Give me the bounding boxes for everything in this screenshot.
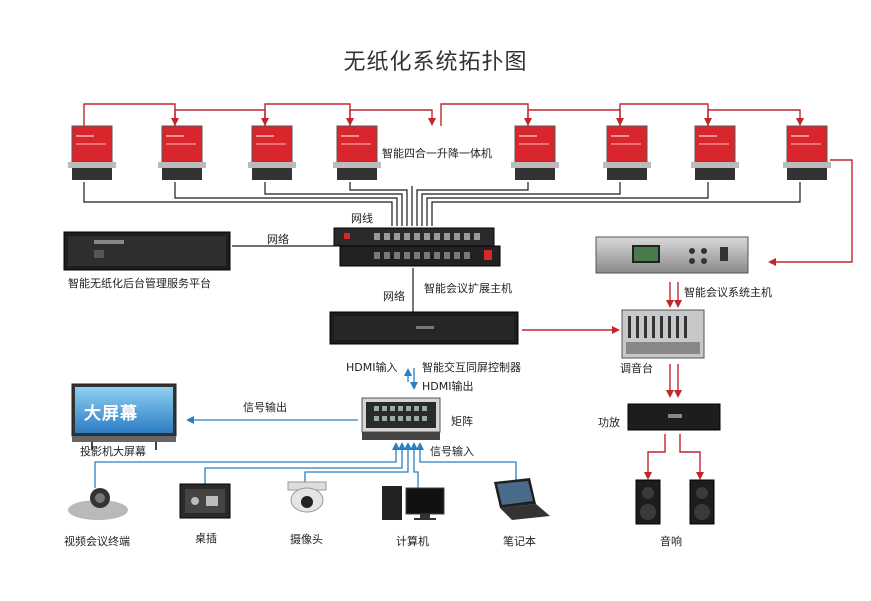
screen-text: 大屏幕	[84, 404, 138, 424]
backend-server-label: 智能无纸化后台管理服务平台	[68, 277, 211, 290]
laptop-label: 笔记本	[503, 535, 536, 548]
speaker	[635, 479, 661, 525]
computer-label: 计算机	[396, 535, 429, 548]
conference-terminal	[603, 125, 651, 180]
conference-terminal	[68, 125, 116, 180]
hdmi-in-label: HDMI输入	[346, 361, 398, 374]
matrix-label: 矩阵	[451, 415, 473, 428]
network-label-mid: 网络	[383, 290, 405, 303]
desk-socket-label: 桌插	[195, 532, 217, 545]
network-cables	[83, 182, 801, 312]
speaker	[689, 479, 715, 525]
camera-device	[287, 481, 327, 513]
signal-out-label: 信号输出	[243, 401, 287, 414]
speaker-label: 音响	[660, 535, 682, 548]
conference-terminal	[691, 125, 739, 180]
amplifier	[627, 403, 721, 431]
projector-screen-label: 投影机大屏幕	[80, 445, 146, 458]
computer-device	[382, 486, 445, 520]
signal-in-label: 信号输入	[430, 445, 474, 458]
desk-socket-device	[179, 483, 231, 519]
network-label-left: 网络	[267, 233, 289, 246]
terminal-unit-label: 智能四合一升降一体机	[382, 147, 492, 160]
signal-lines	[94, 368, 517, 488]
network-cable-label: 网线	[351, 212, 373, 225]
matrix-switcher	[361, 397, 441, 440]
conference-terminal	[158, 125, 206, 180]
conference-system-host	[595, 236, 749, 274]
conference-terminal	[511, 125, 559, 180]
backend-server	[63, 231, 231, 271]
video-terminal-label: 视频会议终端	[64, 535, 130, 548]
interactive-controller-label: 智能交互同屏控制器	[422, 361, 521, 374]
laptop-device	[494, 478, 550, 520]
mixer-label: 调音台	[620, 362, 653, 375]
terminal-chain-links	[83, 103, 853, 480]
video-terminal-device	[68, 488, 128, 520]
network-switch	[333, 227, 501, 267]
conference-terminal	[783, 125, 831, 180]
conference-terminal	[248, 125, 296, 180]
projector-screen	[71, 383, 177, 450]
expansion-host-label: 智能会议扩展主机	[424, 282, 512, 295]
expansion-host	[329, 311, 519, 345]
conference-terminal	[333, 125, 381, 180]
mixer	[621, 309, 705, 359]
conference-host-label: 智能会议系统主机	[684, 286, 772, 299]
page-title: 无纸化系统拓扑图	[343, 50, 528, 75]
amplifier-label: 功放	[598, 416, 620, 429]
hdmi-out-label: HDMI输出	[422, 380, 474, 393]
camera-label: 摄像头	[290, 533, 323, 546]
